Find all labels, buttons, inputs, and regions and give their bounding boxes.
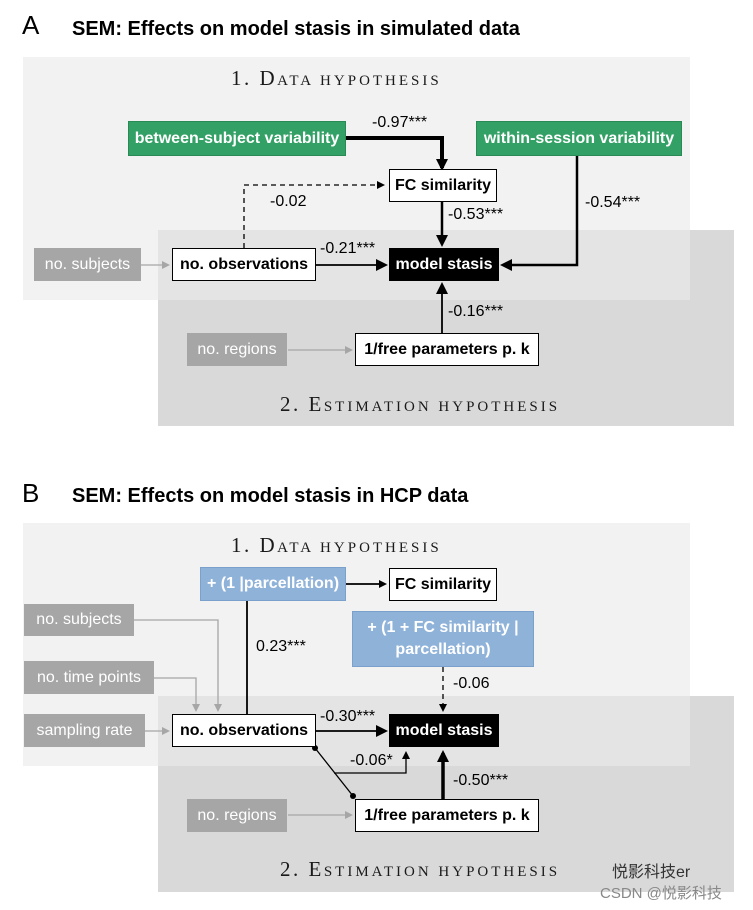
no-regions-node-b: no. regions xyxy=(187,799,287,832)
estimation-hypothesis-label-b: 2. Estimation hypothesis xyxy=(280,857,561,881)
free-parameters-node-b: 1/free parameters p. k xyxy=(355,799,539,832)
coef-obs-fc: -0.02 xyxy=(270,193,307,210)
coef-free-stasis: -0.16*** xyxy=(448,303,504,320)
no-subjects-node-b: no. subjects xyxy=(24,604,134,636)
within-session-variability-node: within-session variability xyxy=(476,121,682,156)
coef-within-stasis: -0.54*** xyxy=(585,194,641,211)
coef-interaction: -0.06* xyxy=(350,752,393,769)
coef-fc-stasis-b: -0.06 xyxy=(453,675,490,692)
fc-similarity-node-b: FC similarity xyxy=(389,568,497,601)
model-stasis-node: model stasis xyxy=(389,248,499,281)
sampling-rate-node: sampling rate xyxy=(24,714,145,747)
no-time-points-node: no. time points xyxy=(24,661,154,694)
coef-obs-stasis: -0.21*** xyxy=(320,240,376,257)
no-regions-node: no. regions xyxy=(187,333,287,366)
coef-free-stasis-b: -0.50*** xyxy=(453,772,509,789)
panel-title-a: SEM: Effects on model stasis in simulate… xyxy=(72,18,520,40)
fc-similarity-node: FC similarity xyxy=(389,169,497,202)
between-subject-variability-node: between-subject variability xyxy=(128,121,346,156)
coef-obs-fc-b: 0.23*** xyxy=(256,638,306,655)
panel-letter-b: B xyxy=(22,478,40,508)
model-stasis-node-b: model stasis xyxy=(389,714,499,747)
watermark-line1: 悦影科技er xyxy=(612,864,691,881)
data-hypothesis-label-a: 1. Data hypothesis xyxy=(231,66,442,90)
parcellation-random-effect-node: + (1 |parcellation) xyxy=(200,567,346,601)
no-subjects-node: no. subjects xyxy=(34,248,141,281)
coef-fc-stasis: -0.53*** xyxy=(448,206,504,223)
free-parameters-node: 1/free parameters p. k xyxy=(355,333,539,366)
coef-obs-stasis-b: -0.30*** xyxy=(320,708,376,725)
panel-letter-a: A xyxy=(22,10,40,40)
data-hypothesis-label-b: 1. Data hypothesis xyxy=(231,533,442,557)
estimation-hypothesis-label-a: 2. Estimation hypothesis xyxy=(280,392,561,416)
panel-title-b: SEM: Effects on model stasis in HCP data xyxy=(72,485,469,507)
no-observations-node: no. observations xyxy=(172,248,316,281)
no-observations-node-b: no. observations xyxy=(172,714,316,747)
watermark-line2: CSDN @悦影科技 xyxy=(600,885,722,902)
coef-between-fc: -0.97*** xyxy=(372,114,428,131)
fc-parcellation-random-effect-node: + (1 + FC similarity | parcellation) xyxy=(352,611,534,667)
